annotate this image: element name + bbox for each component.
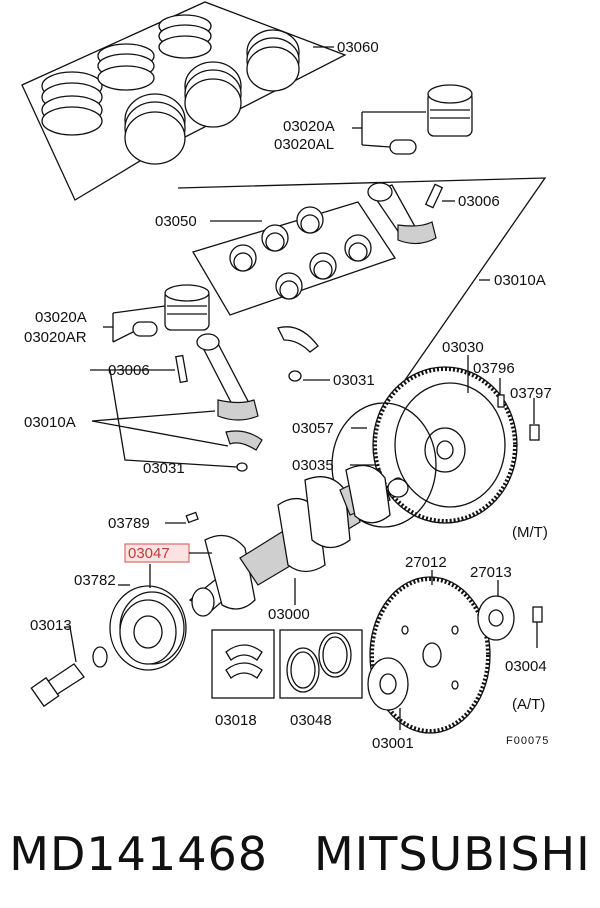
label-03047: 03047 (128, 545, 170, 562)
label-03031-left: 03031 (143, 460, 185, 477)
brand-name: MITSUBISHI (314, 827, 591, 881)
label-03018: 03018 (215, 712, 257, 729)
flywheel-mt: 03030 03796 03797 03057 03035 (M/T) (292, 339, 552, 541)
drive-plate-at: 27012 03001 27013 03004 (A/T) (367, 554, 547, 752)
thrust-bearing: 03018 (211, 629, 275, 729)
label-03004: 03004 (505, 658, 547, 675)
label-mt: (M/T) (512, 524, 548, 541)
label-03000: 03000 (268, 606, 310, 623)
label-03048: 03048 (290, 712, 332, 729)
piston-upper: 03020A 03020AL (274, 84, 473, 155)
label-27013: 27013 (470, 564, 512, 581)
highlight-03047: 03047 (124, 543, 212, 563)
label-03789: 03789 (108, 515, 150, 532)
label-at: (A/T) (512, 696, 545, 713)
label-03060: 03060 (337, 39, 379, 56)
label-03020AL: 03020AL (274, 136, 334, 153)
label-03030: 03030 (442, 339, 484, 356)
label-27012: 27012 (405, 554, 447, 571)
label-03006-top: 03006 (458, 193, 500, 210)
label-03006-left: 03006 (108, 362, 150, 379)
label-03020A-top: 03020A (283, 118, 335, 135)
label-03035: 03035 (292, 457, 334, 474)
ring-stack-2 (97, 43, 155, 91)
parts-diagram: 03060 03020A 03020AL 03006 (21, 1, 552, 752)
ring-stack-1 (41, 71, 103, 136)
ring-stack-5 (184, 61, 242, 128)
label-03010A-right: 03010A (494, 272, 546, 289)
ring-stack-3 (158, 14, 212, 59)
label-03050: 03050 (155, 213, 197, 230)
label-03796: 03796 (473, 360, 515, 377)
group-outline-right (177, 177, 547, 381)
label-03001: 03001 (372, 735, 414, 752)
label-03020AR: 03020AR (24, 329, 87, 346)
conrod-upper: 03006 (367, 182, 500, 245)
piston-lower: 03020A 03020AR (24, 284, 210, 346)
crankshaft: 03789 03000 (108, 464, 409, 623)
label-03013: 03013 (30, 617, 72, 634)
label-03057: 03057 (292, 420, 334, 437)
caption: MD141468 MITSUBISHI (0, 800, 600, 908)
crank-pulley: 03782 03013 (30, 564, 187, 708)
label-03010A-left: 03010A (24, 414, 76, 431)
bearing-set: 03050 (155, 201, 397, 316)
label-03031-top: 03031 (333, 372, 375, 389)
label-03782: 03782 (74, 572, 116, 589)
bearing-cap-top: 03031 (277, 326, 375, 389)
bearing-shells (229, 206, 372, 300)
ring-stack-4 (124, 93, 186, 165)
figure-code: F00075 (506, 735, 549, 747)
part-number: MD141468 (9, 827, 268, 881)
ring-stack-6 (246, 29, 300, 92)
label-03020A-left: 03020A (35, 309, 87, 326)
piston-ring-set: 03060 (21, 1, 379, 201)
conrod-left: 03006 03010A 03031 (24, 333, 263, 477)
label-03797: 03797 (510, 385, 552, 402)
thrust-washer: 03048 (279, 629, 363, 729)
